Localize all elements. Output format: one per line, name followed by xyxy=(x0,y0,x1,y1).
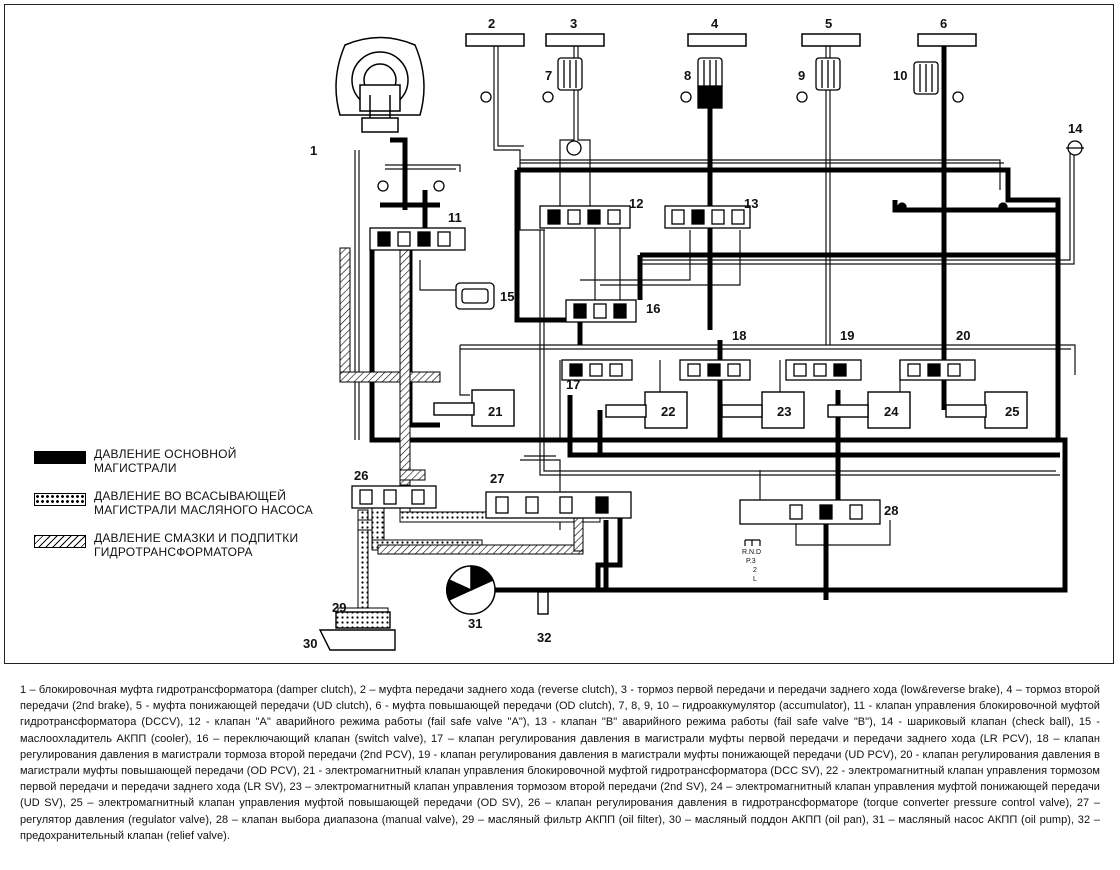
orifice-balls xyxy=(377,91,1083,212)
valve-20 xyxy=(899,359,976,381)
range-selector-text: R.N.D P.3 2L xyxy=(742,549,761,583)
legend-suction-label: ДАВЛЕНИЕ ВО ВСАСЫВАЮЩЕЙ МАГИСТРАЛИ МАСЛЯ… xyxy=(94,489,314,517)
callout-7: 7 xyxy=(545,68,552,83)
valve-19 xyxy=(785,359,862,381)
selector-line4: L xyxy=(753,576,757,583)
solenoid-22 xyxy=(605,391,688,429)
callout-31: 31 xyxy=(468,616,482,631)
diagram-frame xyxy=(4,4,1114,664)
callout-19: 19 xyxy=(840,328,854,343)
callout-12: 12 xyxy=(629,196,643,211)
callout-15: 15 xyxy=(500,289,514,304)
callout-10: 10 xyxy=(893,68,907,83)
callout-13: 13 xyxy=(744,196,758,211)
legend-suction-pressure: ДАВЛЕНИЕ ВО ВСАСЫВАЮЩЕЙ МАГИСТРАЛИ МАСЛЯ… xyxy=(34,489,354,531)
valve-11 xyxy=(369,227,466,251)
callout-6: 6 xyxy=(940,16,947,31)
callout-20: 20 xyxy=(956,328,970,343)
lube-pressure-swatch xyxy=(34,535,86,548)
callout-25: 25 xyxy=(1005,404,1019,419)
callout-23: 23 xyxy=(777,404,791,419)
callout-5: 5 xyxy=(825,16,832,31)
lube-lines xyxy=(339,247,584,555)
legend-main-label: ДАВЛЕНИЕ ОСНОВНОЙ МАГИСТРАЛИ xyxy=(94,447,237,475)
valve-28 xyxy=(739,499,881,525)
callout-22: 22 xyxy=(661,404,675,419)
callout-8: 8 xyxy=(684,68,691,83)
legend-lube-label: ДАВЛЕНИЕ СМАЗКИ И ПОДПИТКИ ГИДРОТРАНСФОР… xyxy=(94,531,299,559)
hydraulic-circuit-diagram: 1234567891011121314151617181920212223242… xyxy=(303,16,1084,651)
spool-valves xyxy=(351,205,976,525)
callout-11: 11 xyxy=(448,210,462,225)
accumulator-9 xyxy=(815,57,841,91)
accumulator-7 xyxy=(557,57,583,91)
solenoid-24 xyxy=(827,391,911,429)
selector-line2: P.3 xyxy=(746,558,756,565)
range-selector xyxy=(744,539,761,546)
callout-29: 29 xyxy=(332,600,346,615)
callout-28: 28 xyxy=(884,503,898,518)
callout-1: 1 xyxy=(310,143,317,158)
valve-16 xyxy=(565,299,637,323)
accumulator-10 xyxy=(913,61,939,95)
accumulator-8 xyxy=(697,57,723,109)
valve-17 xyxy=(561,359,633,381)
valve-13 xyxy=(664,205,751,229)
oil-filter-pan xyxy=(318,611,396,651)
callout-18: 18 xyxy=(732,328,746,343)
signal-lines xyxy=(354,46,1076,546)
selector-line3: 2 xyxy=(753,567,757,574)
callout-26: 26 xyxy=(354,468,368,483)
solenoid-valves xyxy=(433,389,1028,429)
callout-27: 27 xyxy=(490,471,504,486)
valve-12 xyxy=(539,205,631,229)
solenoid-21 xyxy=(433,389,515,427)
cooler xyxy=(455,282,495,310)
legend-main-pressure: ДАВЛЕНИЕ ОСНОВНОЙ МАГИСТРАЛИ xyxy=(34,447,354,489)
callout-21: 21 xyxy=(488,404,502,419)
callout-32: 32 xyxy=(537,630,551,645)
solenoid-25 xyxy=(945,391,1028,429)
callout-2: 2 xyxy=(488,16,495,31)
callout-4: 4 xyxy=(711,16,719,31)
solenoid-23 xyxy=(721,391,805,429)
valve-27 xyxy=(485,491,632,519)
pressure-legend: ДАВЛЕНИЕ ОСНОВНОЙ МАГИСТРАЛИ ДАВЛЕНИЕ ВО… xyxy=(34,447,354,573)
figure-caption: 1 – блокировочная муфта гидротрансформат… xyxy=(20,684,1100,842)
accumulators xyxy=(557,57,939,109)
legend-lube-pressure: ДАВЛЕНИЕ СМАЗКИ И ПОДПИТКИ ГИДРОТРАНСФОР… xyxy=(34,531,354,573)
callout-24: 24 xyxy=(884,404,899,419)
callout-16: 16 xyxy=(646,301,660,316)
callout-30: 30 xyxy=(303,636,317,651)
relief-valve xyxy=(537,591,549,615)
callout-14: 14 xyxy=(1068,121,1083,136)
selector-line1: R.N.D xyxy=(742,549,761,556)
callout-3: 3 xyxy=(570,16,577,31)
callout-9: 9 xyxy=(798,68,805,83)
main-pressure-swatch xyxy=(34,451,86,464)
valve-18 xyxy=(679,359,751,381)
callout-17: 17 xyxy=(566,377,580,392)
clutch-boxes xyxy=(465,33,977,47)
damper-clutch xyxy=(335,36,425,133)
oil-pump xyxy=(446,565,496,615)
suction-pressure-swatch xyxy=(34,493,86,506)
valve-26 xyxy=(351,485,437,509)
